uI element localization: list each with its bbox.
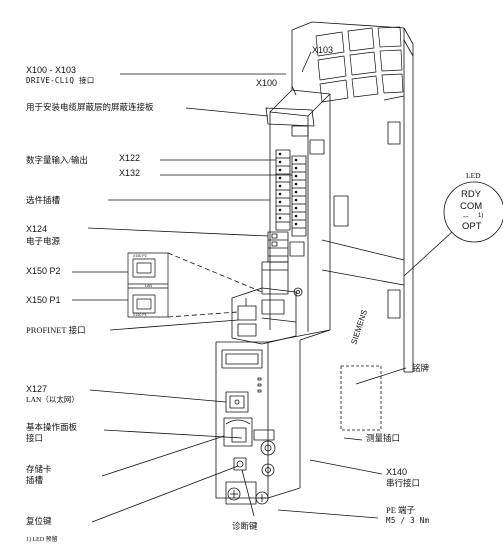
label-x150p2: X150 P2 — [26, 266, 61, 276]
leader-memory-card — [101, 435, 225, 477]
shield-plate — [265, 107, 315, 127]
label-reset: 复位键 — [26, 516, 52, 526]
label-x122: X122 — [119, 153, 141, 163]
leader-diag — [241, 469, 255, 517]
label-x103: X103 — [312, 45, 334, 55]
led-rdy: RDY — [461, 189, 482, 200]
leader-shield-plate — [185, 107, 269, 117]
led-footnote-mark: 1) — [478, 213, 484, 219]
pe-screws — [225, 481, 269, 505]
siemens-brand: SIEMENS — [349, 309, 369, 346]
label-electronics-power: 电子电源 — [26, 236, 61, 246]
label-digital-io: 数字量输入/输出 — [26, 155, 88, 165]
leader-meas-socket — [343, 437, 363, 441]
label-bop: 基本操作面板 — [26, 422, 78, 432]
leader-profinet — [109, 319, 239, 331]
led-title: LED — [466, 171, 481, 180]
led-opt: OPT — [462, 221, 482, 232]
label-serial: 串行接口 — [386, 478, 421, 488]
footnote: 1) LED 预留 — [26, 537, 58, 543]
leader-pe — [277, 509, 379, 519]
label-bop-interface: 接口 — [26, 433, 44, 443]
label-shield-plate: 用于安装电缆屏蔽层的屏蔽连接板 — [26, 102, 154, 112]
leader-x140 — [309, 459, 383, 475]
label-x132: X132 — [119, 168, 141, 178]
label-memory-card: 存储卡 — [26, 464, 52, 474]
leader-nameplate — [355, 367, 407, 385]
label-x100-x103: X100 - X103 — [26, 65, 77, 75]
label-drive-cliq: DRIVE-CLiQ 接口 — [26, 76, 95, 85]
label-nameplate: 铭牌 — [412, 363, 430, 373]
nameplate-area — [340, 365, 382, 431]
led-panel-circle — [443, 181, 503, 243]
label-x127: X127 — [26, 384, 48, 394]
label-lan: LAN（以太网） — [26, 395, 79, 404]
x150-detail — [127, 252, 169, 318]
terminal-strip-x122 — [275, 149, 291, 231]
label-pe-spec: M5 / 3 Nm — [386, 516, 430, 525]
label-meas-socket: 测量插口 — [366, 433, 401, 443]
leader-x103 — [301, 51, 312, 73]
label-x140: X140 — [386, 467, 408, 477]
label-profinet: PROFINET 接口 — [26, 325, 86, 335]
label-memory-slot: 插槽 — [26, 475, 44, 485]
x127-port — [225, 391, 249, 413]
profinet-block — [231, 287, 297, 345]
leader-reset — [91, 465, 239, 523]
housing-top-edge — [291, 21, 405, 360]
terminal-strip-x132 — [291, 155, 307, 237]
label-diag-button: 诊断键 — [232, 521, 258, 531]
leader-bop — [103, 429, 243, 439]
label-x150p1: X150 P1 — [26, 295, 61, 305]
label-x124: X124 — [26, 224, 48, 234]
inset-label-top: X150 P2 — [133, 254, 147, 258]
label-option-slot: 选件插槽 — [26, 195, 61, 205]
inset-label-lan: LAN — [145, 284, 152, 288]
led-com: COM — [460, 201, 483, 212]
inset-label-bottom: X150 P1 — [133, 313, 147, 317]
label-pe-terminal: PE 端子 — [386, 505, 416, 515]
x124-connector — [267, 231, 289, 263]
led-dash: -- — [463, 212, 469, 221]
label-x100: X100 — [256, 78, 278, 88]
leader-x124 — [87, 227, 269, 237]
bop-panel — [215, 329, 331, 499]
leader-x127 — [89, 389, 227, 403]
leader-x100 — [291, 85, 297, 96]
